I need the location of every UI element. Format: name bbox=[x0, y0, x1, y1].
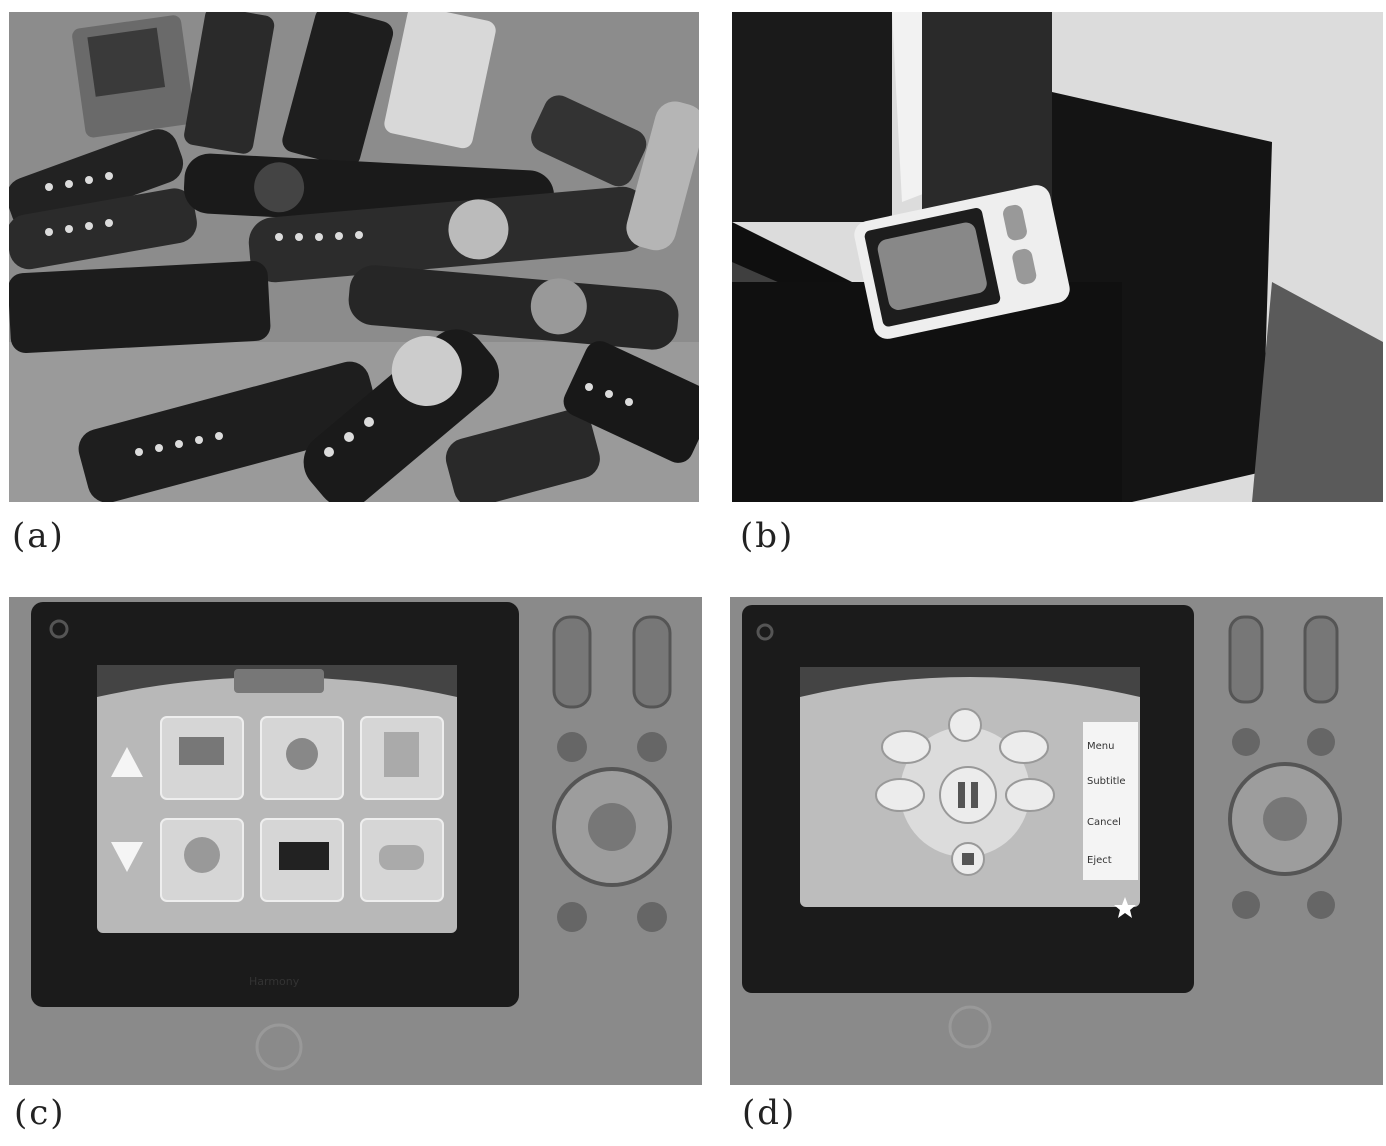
photo-remote-in-room bbox=[732, 12, 1383, 502]
room-scene-illustration bbox=[732, 12, 1383, 502]
remote-pile-illustration bbox=[9, 12, 699, 502]
caption-c: (c) bbox=[14, 1093, 66, 1133]
photo-remote-playback-screen: Menu Subtitle Cancel Eject bbox=[730, 597, 1383, 1085]
caption-a: (a) bbox=[12, 516, 65, 556]
menu-item-eject: Eject bbox=[1087, 855, 1112, 866]
caption-d: (d) bbox=[742, 1093, 797, 1133]
menu-screen-illustration: Harmony bbox=[9, 597, 702, 1085]
playback-screen-illustration: Menu Subtitle Cancel Eject bbox=[730, 597, 1383, 1085]
photo-remote-pile bbox=[9, 12, 699, 502]
menu-item-cancel: Cancel bbox=[1087, 817, 1121, 828]
menu-item-menu: Menu bbox=[1087, 741, 1114, 752]
caption-b: (b) bbox=[740, 516, 795, 556]
svg-text:Harmony: Harmony bbox=[249, 975, 300, 988]
photo-remote-menu-screen: Harmony bbox=[9, 597, 702, 1085]
menu-item-subtitle: Subtitle bbox=[1087, 776, 1126, 787]
